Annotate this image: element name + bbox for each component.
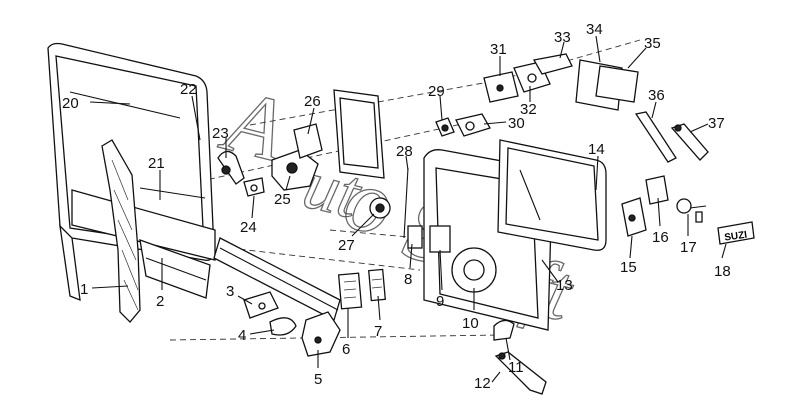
label-17: 17	[680, 239, 697, 256]
label-33: 33	[554, 29, 571, 46]
hinge-6	[337, 272, 363, 310]
label-12: 12	[474, 375, 491, 392]
clip-3	[243, 291, 279, 319]
label-28: 28	[396, 143, 413, 160]
label-1: 1	[80, 281, 88, 298]
label-7: 7	[374, 323, 382, 340]
label-8: 8	[404, 271, 412, 288]
label-16: 16	[652, 229, 669, 246]
label-32: 32	[520, 101, 537, 118]
end-cap	[301, 311, 341, 357]
weatherstrip	[139, 239, 211, 299]
label-36: 36	[648, 87, 665, 104]
glass-panel	[497, 139, 607, 251]
label-25: 25	[274, 191, 291, 208]
label-3: 3	[226, 283, 234, 300]
label-20: 20	[62, 95, 79, 112]
label-15: 15	[620, 259, 637, 276]
label-6: 6	[342, 341, 350, 358]
label-11: 11	[508, 359, 524, 376]
handle-24	[243, 177, 265, 197]
plate-35	[595, 65, 639, 103]
label-23: 23	[212, 125, 229, 142]
label-34: 34	[586, 21, 603, 38]
lock-27	[369, 197, 391, 219]
latch-25	[271, 149, 319, 191]
label-30: 30	[508, 115, 525, 132]
arm-12	[494, 351, 547, 395]
label-22: 22	[180, 81, 197, 98]
label-13: 13	[556, 277, 573, 294]
label-24: 24	[240, 219, 257, 236]
window-frame	[47, 42, 216, 302]
label-29: 29	[428, 83, 445, 100]
hinge-7	[368, 268, 386, 302]
lock-15	[621, 197, 647, 237]
badge-18: SUZI	[717, 221, 755, 245]
part-labels: 1 2 3 4 5 6 7 8 9 10 11 12 13 14 15 16 1…	[62, 21, 731, 392]
label-9: 9	[436, 293, 444, 310]
label-14: 14	[588, 141, 605, 158]
label-35: 35	[644, 35, 661, 52]
lock-16	[645, 175, 669, 205]
badge-text: SUZI	[724, 229, 748, 243]
leader-lines	[89, 35, 727, 383]
bracket-31	[483, 71, 519, 103]
label-2: 2	[156, 293, 164, 310]
bolt-29	[435, 117, 455, 137]
handle-23	[217, 150, 245, 185]
latch-plate-26	[293, 89, 385, 179]
wiper-blade-36	[634, 111, 677, 163]
label-18: 18	[714, 263, 731, 280]
label-21: 21	[148, 155, 165, 172]
striker-30	[455, 113, 491, 137]
label-4: 4	[238, 327, 246, 344]
label-26: 26	[304, 93, 321, 110]
label-5: 5	[314, 371, 322, 388]
window-regulator	[101, 139, 141, 323]
wiper-arm-37	[670, 123, 709, 161]
label-27: 27	[338, 237, 355, 254]
label-37: 37	[708, 115, 725, 132]
label-10: 10	[462, 315, 479, 332]
key-17	[676, 198, 707, 223]
part-11	[493, 319, 515, 341]
label-31: 31	[490, 41, 507, 58]
clip-4	[269, 317, 297, 336]
rod-28	[403, 167, 409, 239]
hinge-33	[532, 53, 573, 75]
